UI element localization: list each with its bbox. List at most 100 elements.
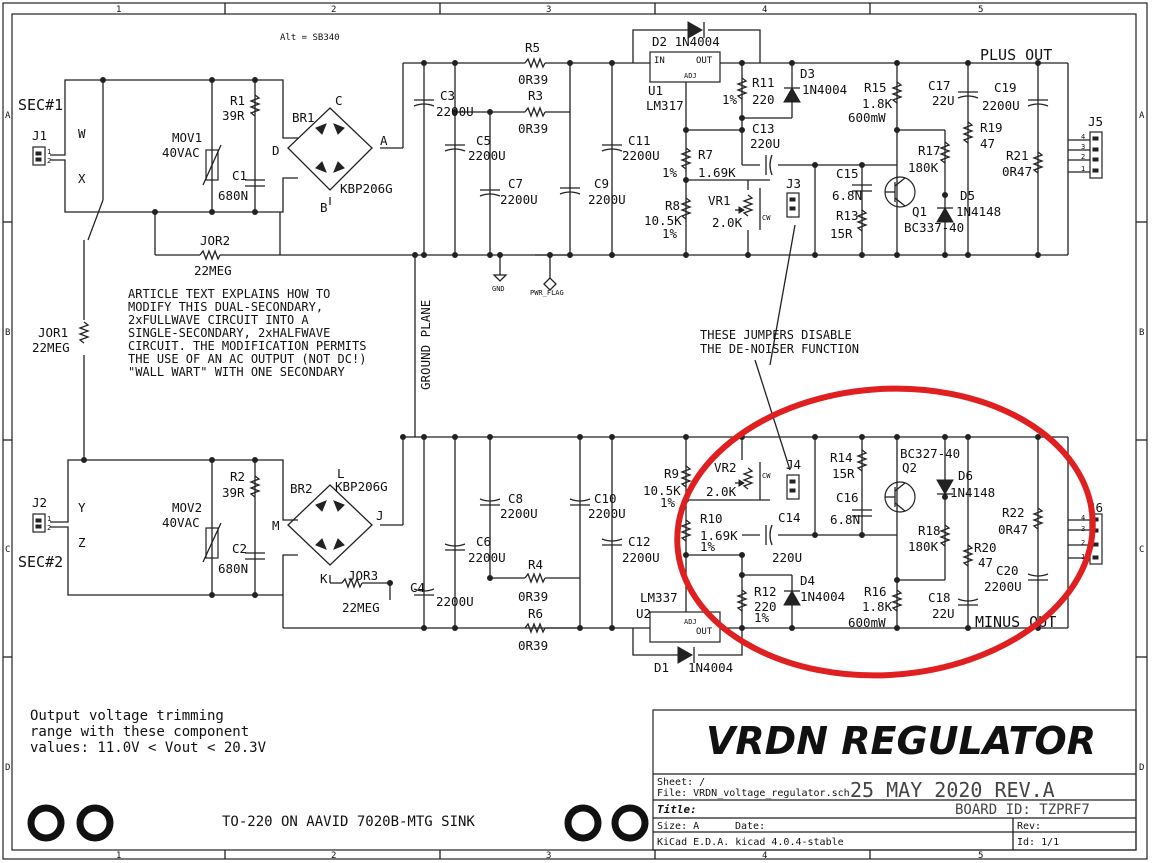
j3-label: J3	[786, 176, 801, 191]
c5-value: 2200U	[468, 148, 506, 163]
vr2-ref: VR2	[714, 460, 737, 475]
svg-text:2: 2	[47, 524, 51, 532]
r22-value: 0R47	[998, 522, 1028, 537]
article-line: "WALL WART" WITH ONE SECONDARY	[128, 365, 346, 379]
trim-note-line: Output voltage trimming	[30, 708, 224, 724]
diodes	[677, 21, 954, 664]
vr1-cw: CW	[762, 214, 771, 222]
j1-label: J1	[32, 128, 47, 143]
br1-ref: BR1	[292, 110, 315, 125]
svg-text:3: 3	[1081, 143, 1085, 151]
d4-value: 1N4004	[800, 589, 845, 604]
c20-ref: C20	[996, 563, 1019, 578]
junction-dots	[81, 60, 1041, 631]
r10-value: 1.69K	[700, 528, 738, 543]
col-label: 5	[978, 5, 983, 15]
r17-ref: R17	[918, 143, 941, 158]
r8-value: 10.5K	[644, 213, 682, 228]
c17-ref: C17	[928, 78, 951, 93]
r10-tol: 1%	[700, 539, 716, 554]
gnd-symbol	[492, 274, 508, 282]
jor2-ref: JOR2	[200, 233, 230, 248]
c13-value: 220U	[750, 136, 780, 151]
net-b: B	[320, 200, 328, 215]
c14-value: 220U	[772, 550, 802, 565]
r4-ref: R4	[528, 557, 543, 572]
gnd-label: GND	[492, 285, 505, 293]
vr1-ref: VR1	[708, 193, 731, 208]
r3-value: 0R39	[518, 121, 548, 136]
d1-value: 1N4004	[688, 660, 733, 675]
vr1-value: 2.0K	[712, 215, 743, 230]
j2-label: J2	[32, 495, 47, 510]
r6-value: 0R39	[518, 638, 548, 653]
row-label: D	[5, 763, 10, 773]
c16-ref: C16	[836, 490, 859, 505]
r8-ref: R8	[665, 198, 680, 213]
mov2-value: 40VAC	[162, 515, 200, 530]
r1-ref: R1	[230, 93, 245, 108]
net-a: A	[380, 133, 388, 148]
component-labels: Alt = SB340 SEC#1 SEC#2 J1 J2 W X Y Z MO…	[18, 33, 1103, 675]
d1-ref: D1	[654, 660, 669, 675]
r2-ref: R2	[230, 469, 245, 484]
article-line: ARTICLE TEXT EXPLAINS HOW TO	[128, 287, 330, 301]
c2-ref: C2	[232, 541, 247, 556]
r20-ref: R20	[974, 540, 997, 555]
col-label: 2	[331, 5, 336, 15]
c12-ref: C12	[628, 534, 651, 549]
svg-text:2: 2	[1081, 153, 1085, 161]
c1-ref: C1	[232, 168, 247, 183]
svg-text:3: 3	[1081, 525, 1085, 533]
r7-ref: R7	[698, 147, 713, 162]
mov1-ref: MOV1	[172, 130, 202, 145]
c12-value: 2200U	[622, 550, 660, 565]
title-text: VRDN REGULATOR	[706, 719, 1096, 763]
svg-text:4: 4	[1081, 133, 1085, 141]
c19-ref: C19	[994, 80, 1017, 95]
r16-value: 1.8K	[862, 599, 893, 614]
net-d: D	[272, 143, 280, 158]
svg-text:1: 1	[47, 148, 51, 156]
plus-out-label: PLUS OUT	[980, 46, 1052, 64]
c15-ref: C15	[836, 166, 859, 181]
c13-ref: C13	[752, 121, 775, 136]
rev-label: Rev:	[1017, 821, 1041, 832]
c9-value: 2200U	[588, 192, 626, 207]
c6-value: 2200U	[468, 550, 506, 565]
net-m: M	[272, 518, 280, 533]
r4-value: 0R39	[518, 589, 548, 604]
jumper-headers	[786, 192, 800, 500]
col-label: 4	[762, 5, 767, 15]
c6-ref: C6	[476, 534, 491, 549]
c8-value: 2200U	[500, 506, 538, 521]
r6-ref: R6	[528, 606, 543, 621]
row-label: D	[1139, 763, 1144, 773]
jor1-value: 22MEG	[32, 340, 70, 355]
title-block: VRDN REGULATOR Sheet: / File: VRDN_volta…	[652, 709, 1137, 851]
capacitors	[245, 91, 1049, 606]
r15-power: 600mW	[848, 110, 886, 125]
article-line: 2xFULLWAVE CIRCUIT INTO A	[128, 313, 309, 327]
title-label: Title:	[657, 803, 697, 816]
r7-tol: 1%	[662, 165, 678, 180]
trim-pots	[735, 188, 761, 500]
c9-ref: C9	[594, 176, 609, 191]
col-label: 4	[762, 851, 767, 861]
svg-text:1: 1	[1081, 553, 1085, 561]
jumpers-note-line: THESE JUMPERS DISABLE	[700, 328, 852, 342]
r8-tol: 1%	[662, 226, 678, 241]
c10-value: 2200U	[588, 506, 626, 521]
r19-ref: R19	[980, 120, 1003, 135]
r5-ref: R5	[525, 40, 540, 55]
row-label: B	[5, 328, 10, 338]
col-label: 5	[978, 851, 983, 861]
svg-text:2: 2	[47, 157, 51, 165]
date-label: Date:	[735, 821, 765, 832]
trim-note-line: range with these component	[30, 724, 249, 740]
br2-value: KBP206G	[335, 479, 388, 494]
row-label: C	[5, 545, 10, 555]
d3-value: 1N4004	[802, 82, 847, 97]
mov2-varistor	[202, 522, 222, 563]
